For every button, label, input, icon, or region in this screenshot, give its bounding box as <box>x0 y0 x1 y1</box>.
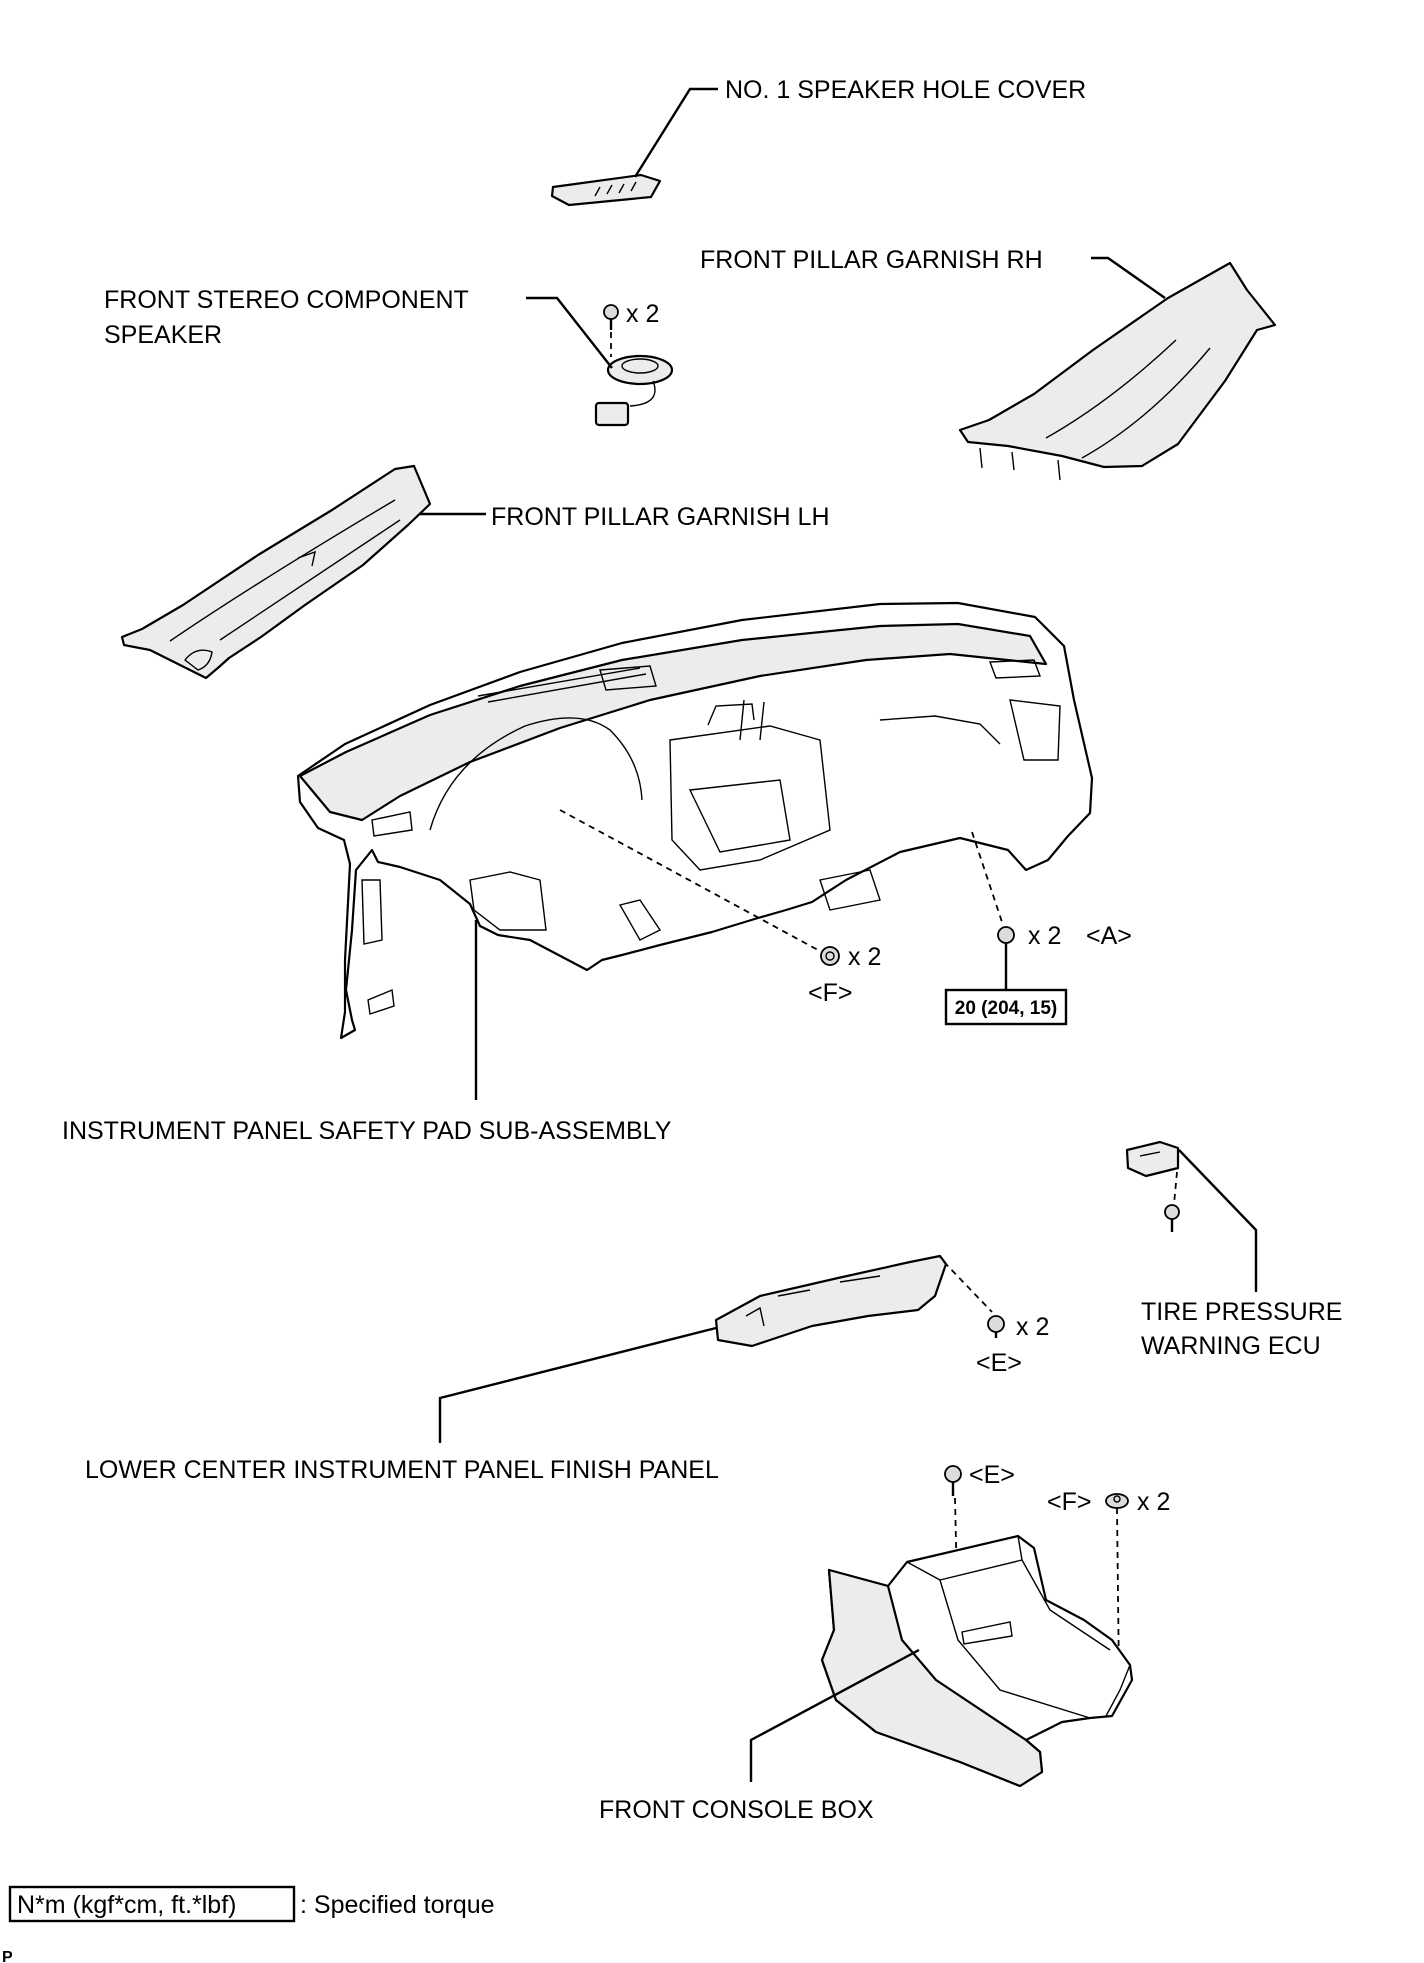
torque-value: 20 (204, 15) <box>955 998 1057 1019</box>
console-box-label: FRONT CONSOLE BOX <box>599 1796 874 1824</box>
lower-clip-code: <E> <box>976 1349 1022 1377</box>
legend-unit: N*m (kgf*cm, ft.*lbf) <box>17 1891 236 1919</box>
lower-center-finish-panel-part <box>714 1254 948 1348</box>
legend-description: : Specified torque <box>300 1891 495 1919</box>
front-stereo-speaker-part <box>594 354 674 427</box>
safety-pad-label: INSTRUMENT PANEL SAFETY PAD SUB-ASSEMBLY <box>62 1117 672 1145</box>
console-clip-icon <box>1105 1493 1129 1509</box>
torque-box <box>944 988 1068 1026</box>
console-bolt-code: <E> <box>969 1461 1015 1489</box>
lower-center-leader <box>438 1326 717 1443</box>
pad-clip-icon <box>820 946 840 966</box>
lower-clip-icon <box>987 1315 1005 1338</box>
lower-clip-path <box>943 1261 993 1313</box>
safety-pad-part <box>296 601 1094 1040</box>
pad-bolt-path <box>971 831 1004 926</box>
pillar-lh-label: FRONT PILLAR GARNISH LH <box>491 503 830 531</box>
tpms-label-line2: WARNING ECU <box>1141 1332 1321 1360</box>
stereo-speaker-label-line2: SPEAKER <box>104 321 222 349</box>
ecu-bolt-path <box>1173 1171 1178 1205</box>
speaker-hole-cover-part <box>550 173 662 207</box>
ecu-bolt-icon <box>1164 1204 1180 1232</box>
lower-center-label: LOWER CENTER INSTRUMENT PANEL FINISH PAN… <box>85 1456 719 1484</box>
console-bolt-icon <box>944 1465 962 1496</box>
pad-bolt-code: <A> <box>1086 922 1132 950</box>
pad-clip-code: <F> <box>808 979 852 1007</box>
legend-box <box>8 1885 296 1923</box>
lower-clip-qty: x 2 <box>1016 1313 1049 1341</box>
pad-clip-path <box>559 809 819 951</box>
ecu-leader <box>1178 1149 1258 1292</box>
stereo-speaker-leader <box>526 296 613 369</box>
tpms-label-line1: TIRE PRESSURE <box>1141 1298 1342 1326</box>
pad-bolt-qty: x 2 <box>1028 922 1061 950</box>
console-clip-code: <F> <box>1047 1488 1091 1516</box>
pad-bolt-icon <box>997 926 1015 958</box>
speaker-hole-cover-leader <box>633 87 718 178</box>
front-pillar-garnish-rh-part <box>958 261 1277 481</box>
console-box-leader <box>749 1648 920 1782</box>
pillar-rh-label: FRONT PILLAR GARNISH RH <box>700 246 1043 274</box>
stereo-speaker-label-line1: FRONT STEREO COMPONENT <box>104 286 469 314</box>
speaker-hole-cover-label: NO. 1 SPEAKER HOLE COVER <box>725 76 1086 104</box>
tire-pressure-ecu-part <box>1125 1140 1180 1178</box>
footer-code: P <box>2 1949 13 1963</box>
front-pillar-garnish-lh-part <box>120 464 432 680</box>
speaker-screw-qty: x 2 <box>626 300 659 328</box>
front-console-box-part <box>820 1534 1134 1788</box>
console-clip-qty: x 2 <box>1137 1488 1170 1516</box>
pad-clip-qty: x 2 <box>848 943 881 971</box>
speaker-screw-icon <box>603 304 619 330</box>
pillar-rh-leader <box>1091 256 1166 299</box>
